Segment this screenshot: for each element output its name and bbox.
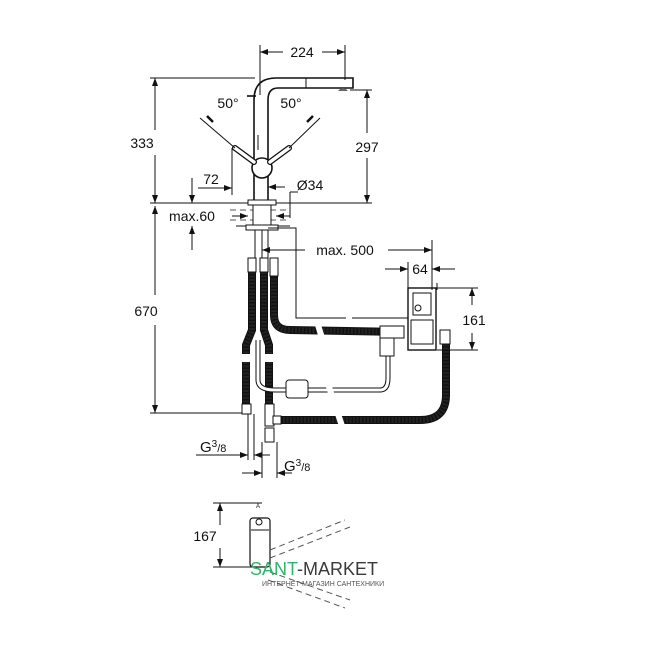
dim-spout-height: 297: [350, 89, 379, 203]
dim-max-length: max. 500: [262, 240, 433, 290]
dim-167-label: 167: [193, 528, 217, 544]
connection-1-label: G3/8: [200, 439, 226, 456]
dim-max500-label: max. 500: [316, 242, 374, 258]
connection-2-label: G3/8: [284, 458, 310, 475]
countertop: max.60: [150, 191, 372, 260]
dim-spout-reach: 224: [259, 44, 346, 95]
angle-left-label: 50°: [217, 95, 238, 111]
dim-box-width: 64: [385, 261, 455, 290]
dim-64-label: 64: [412, 261, 428, 277]
dim-224-label: 224: [290, 44, 314, 60]
watermark-brand: SANT-MARKET: [250, 559, 378, 579]
dim-diameter: Ø34: [268, 177, 323, 193]
angle-right-label: 50°: [280, 95, 301, 111]
watermark-subtitle: ИНТЕРНЕТ-МАГАЗИН САНТЕХНИКИ: [262, 581, 384, 588]
dim-d34-label: Ø34: [297, 177, 324, 193]
faucet-body: 50° 50°: [199, 77, 354, 200]
dim-670-label: 670: [134, 303, 158, 319]
dim-total-height: 333: [130, 77, 255, 203]
dim-333-label: 333: [130, 135, 154, 151]
dim-297-label: 297: [355, 139, 379, 155]
dim-lever-offset: 72: [189, 148, 233, 203]
dim-box-height: 161: [437, 287, 486, 351]
watermark-logo: SANT-MARKET ИНТЕРНЕТ-МАГАЗИН САНТЕХНИКИ: [250, 559, 384, 588]
dim-72-label: 72: [203, 171, 219, 187]
connection-fittings: [196, 403, 292, 478]
dim-161-label: 161: [462, 312, 486, 328]
side-marker-label: A: [256, 504, 260, 510]
dim-max60-label: max.60: [169, 208, 215, 224]
supply-hoses: [242, 257, 450, 427]
control-box: [407, 283, 438, 351]
side-view: 167 A: [193, 502, 351, 609]
control-pipes: [255, 227, 451, 399]
dim-below-counter: 670: [134, 206, 250, 414]
